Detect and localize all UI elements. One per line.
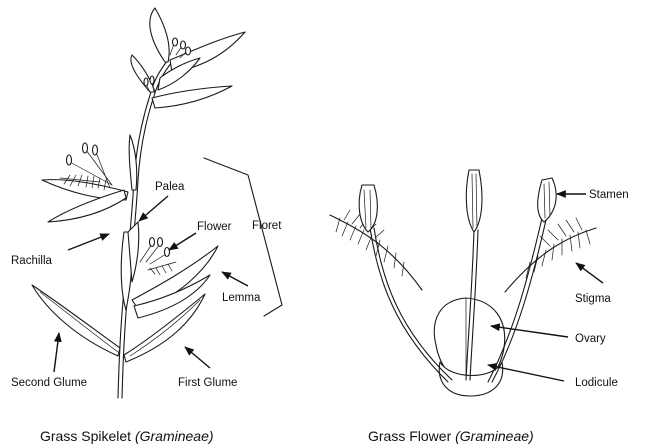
- label-rachilla: Rachilla: [11, 255, 53, 267]
- flower-arrow: [169, 233, 196, 250]
- palea-arrow: [139, 196, 168, 221]
- label-floret: Floret: [252, 220, 282, 232]
- rachilla-arrow: [68, 234, 109, 250]
- label-first-glume: First Glume: [178, 377, 237, 389]
- spikelet-caption: Grass Spikelet (Gramineae): [40, 428, 214, 444]
- flower-drawing: [330, 170, 596, 396]
- label-ovary: Ovary: [575, 333, 606, 345]
- label-stamen: Stamen: [589, 189, 629, 201]
- label-lemma: Lemma: [222, 292, 261, 304]
- second-glume-arrow: [54, 333, 59, 372]
- label-palea: Palea: [155, 181, 185, 193]
- label-flower: Flower: [197, 221, 232, 233]
- label-stigma: Stigma: [575, 293, 611, 305]
- label-lodicule: Lodicule: [575, 377, 618, 389]
- label-second-glume: Second Glume: [11, 377, 87, 389]
- lemma-arrow: [222, 272, 248, 286]
- spikelet-drawing: [32, 8, 245, 398]
- stigma-arrow: [576, 263, 603, 283]
- flower-caption: Grass Flower (Gramineae): [368, 428, 534, 444]
- first-glume-arrow: [185, 347, 210, 368]
